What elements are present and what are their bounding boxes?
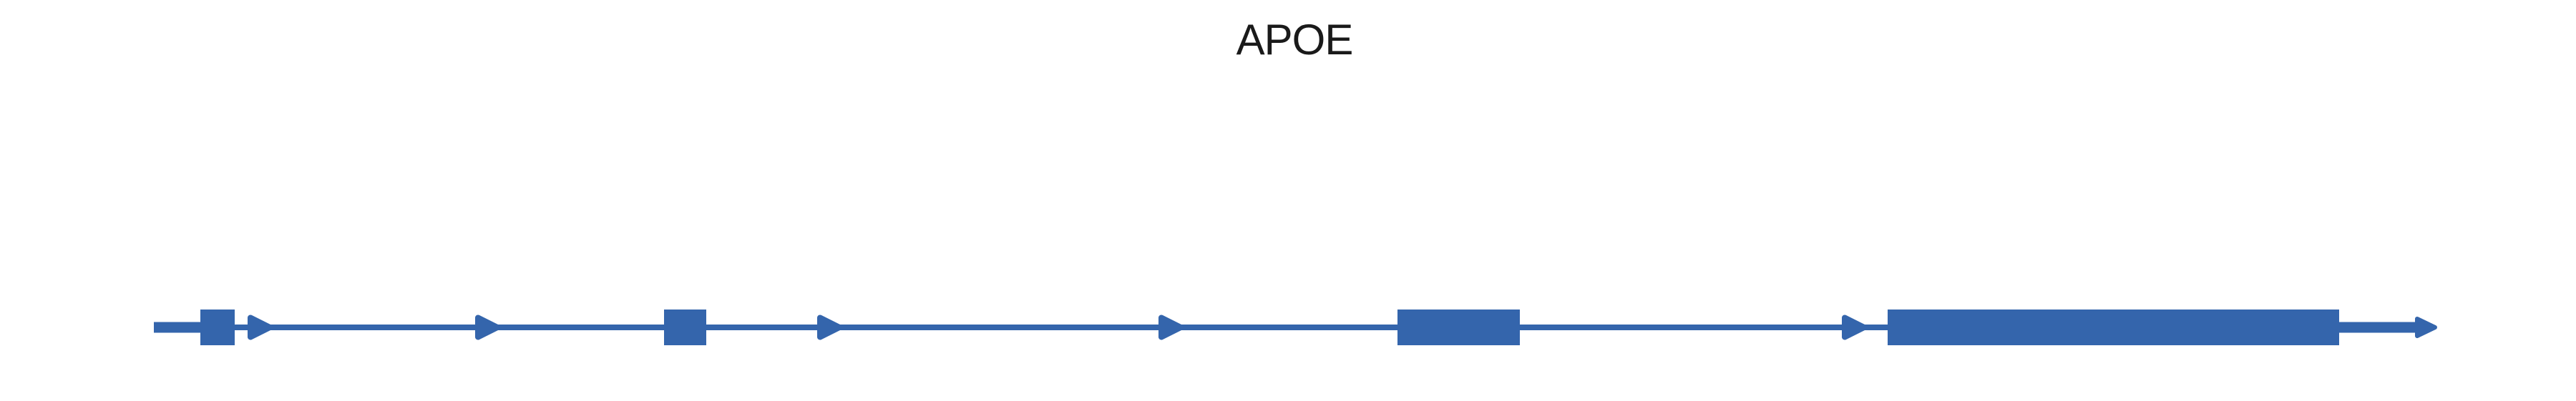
gene-end-segment-1 (154, 322, 203, 333)
exon-box-3 (1397, 310, 1520, 345)
direction-arrow-icon (1842, 315, 1867, 340)
terminal-arrow-icon (2415, 317, 2437, 338)
direction-arrow-icon (475, 315, 500, 340)
gene-title: APOE (1236, 16, 1354, 64)
direction-arrow-icon (1158, 315, 1184, 340)
exon-box-4 (1888, 310, 2339, 345)
exon-box-1 (200, 310, 235, 345)
exon-box-2 (664, 310, 706, 345)
intron-line (154, 325, 2416, 330)
direction-arrow-icon (248, 315, 273, 340)
direction-arrow-icon (817, 315, 842, 340)
gene-end-segment-2 (2338, 322, 2416, 333)
